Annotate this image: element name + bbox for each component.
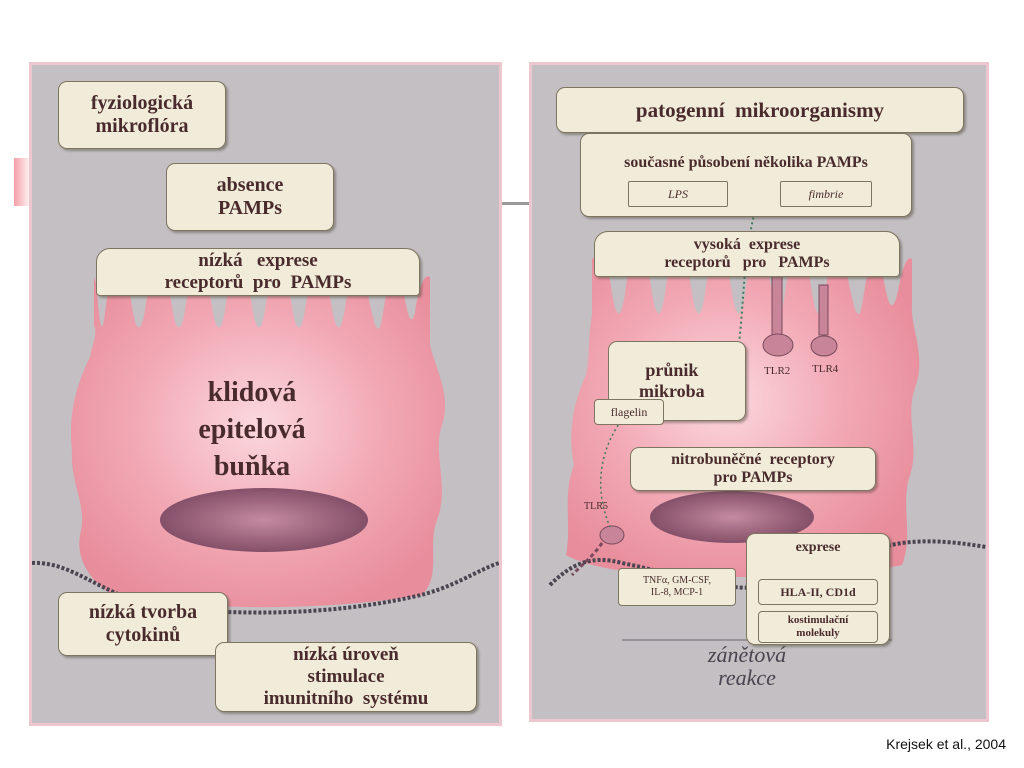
cytokines-line-1: TNFα, GM-CSF, [642, 575, 712, 586]
cytokines-tag: TNFα, GM-CSF, IL-8, MCP-1 [618, 568, 736, 606]
decorative-divider [498, 202, 532, 205]
low-cytokine-production-box: nízká tvorba cytokinů [58, 592, 228, 656]
intracellular-line-2: pro PAMPs [713, 469, 793, 486]
resting-cell-label: klidová epitelová buňka [152, 375, 352, 486]
nucleus [650, 491, 814, 543]
tlr5-text: TLR5 [584, 501, 608, 512]
cell-label-line-1: klidová [207, 377, 297, 408]
decorative-red-bar [14, 158, 32, 206]
tlr2-text: TLR2 [764, 365, 791, 377]
basement-membrane [32, 560, 499, 615]
pathogenic-label: patogenní mikroorganismy [635, 97, 885, 122]
fimbrie-label: fimbrie [808, 186, 844, 201]
low-immune-stimulation-box: nízká úroveň stimulace imunitního systém… [215, 642, 477, 712]
flagelin-tag: flagelin [594, 399, 664, 425]
penetration-line-1: průnik [645, 360, 699, 381]
absence-line-2: PAMPs [217, 197, 283, 219]
fimbrie-tag: fimbrie [780, 181, 872, 207]
hla-tag: HLA-II, CD1d [758, 579, 878, 605]
absence-line-1: absence [216, 174, 284, 196]
low-expression-line-2: receptorů pro PAMPs [164, 272, 352, 293]
flagelin-path [599, 416, 625, 528]
inflammatory-line-2: reakce [718, 665, 776, 691]
costimulatory-tag: kostimulační molekuly [758, 611, 878, 643]
resting-cell-panel: fyziologická mikroflóra absence PAMPs ní… [29, 62, 502, 726]
intracellular-receptors-box: nitrobuněčné receptory pro PAMPs [630, 447, 876, 491]
absence-pamps-box: absence PAMPs [166, 163, 334, 231]
tlr2-label: TLR2 [764, 365, 790, 378]
tlr4-receptor-icon [810, 284, 838, 357]
intracellular-line-1: nitrobuněčné receptory [671, 450, 835, 468]
multiple-pamps-label: současné působení několika PAMPs [624, 154, 868, 171]
costimulatory-line-1: kostimulační [787, 613, 849, 626]
microflora-line-1: fyziologická [90, 92, 194, 114]
nucleus [160, 488, 368, 552]
penetration-line-2: mikroba [639, 381, 705, 401]
inflammatory-line-1: zánětová [707, 642, 787, 667]
citation: Krejsek et al., 2004 [886, 736, 1006, 752]
cytokines-line-2: IL-8, MCP-1 [650, 587, 704, 598]
inflammatory-reaction-label: zánětová reakce [682, 643, 812, 689]
costimulatory-line-2: molekuly [796, 627, 840, 639]
flagelin-label: flagelin [610, 404, 648, 419]
immune-line-1: nízká úroveň [293, 644, 399, 666]
low-receptor-expression-box: nízká exprese receptorů pro PAMPs [96, 248, 420, 296]
cell-label-line-3: buňka [213, 450, 291, 482]
lps-label: LPS [667, 186, 688, 201]
high-receptor-expression-box: vysoká exprese receptorů pro PAMPs [594, 231, 900, 277]
microflora-line-2: mikroflóra [95, 115, 189, 137]
lps-tag: LPS [628, 181, 728, 207]
hla-label: HLA-II, CD1d [780, 584, 856, 599]
tlr5-receptor-icon [570, 525, 625, 577]
immune-line-3: imunitního systému [263, 687, 429, 709]
cytokine-line-1: nízká tvorba [88, 601, 198, 623]
expression-label: exprese [795, 540, 841, 555]
pathogenic-microorganisms-box: patogenní mikroorganismy [556, 87, 964, 133]
high-expression-line-2: receptorů pro PAMPs [664, 254, 830, 271]
cytokine-line-2: cytokinů [105, 624, 181, 646]
high-expression-line-1: vysoká exprese [693, 235, 801, 253]
low-expression-line-1: nízká exprese [198, 250, 318, 272]
cell-label-line-2: epitelová [198, 413, 306, 445]
tlr4-text: TLR4 [812, 363, 839, 375]
tlr5-label: TLR5 [584, 501, 608, 513]
physiological-microflora-box: fyziologická mikroflóra [58, 81, 226, 149]
tlr2-receptor-icon [762, 270, 794, 357]
tlr4-label: TLR4 [812, 363, 838, 376]
activated-cell-panel: patogenní mikroorganismy současné působe… [529, 62, 989, 722]
resting-cell-illustration [32, 274, 499, 615]
immune-line-2: stimulace [307, 666, 385, 688]
